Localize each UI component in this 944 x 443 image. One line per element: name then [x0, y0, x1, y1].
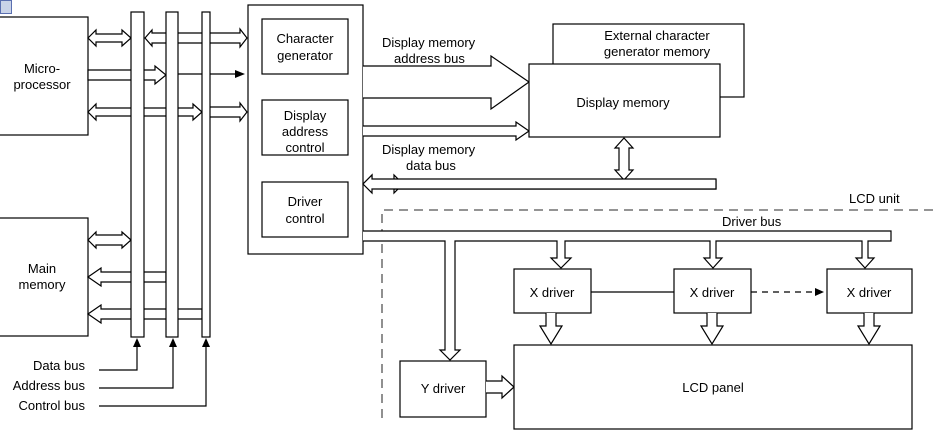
display-address-control-label-3: control — [285, 140, 324, 155]
main-memory-label-1: Main — [28, 261, 56, 276]
data-bus-pointer — [99, 345, 138, 371]
microprocessor-label-1: Micro- — [24, 61, 60, 76]
control-bus-bar — [201, 11, 211, 338]
lcd-controller-block: Character generator Display address cont… — [247, 4, 364, 255]
lcd-unit-label: LCD unit — [849, 191, 900, 206]
x-driver-cascade-arrowhead — [815, 288, 824, 296]
character-generator-label-1: Character — [276, 31, 334, 46]
driver-control-block — [261, 181, 349, 238]
bus-bars — [130, 11, 211, 338]
control-bus-pointer — [99, 345, 207, 407]
mp-data-bus-bidir-arrow — [87, 28, 132, 48]
display-memory-address-bus: Display memory address bus — [363, 35, 531, 142]
y-driver-block — [399, 360, 487, 418]
address-bus-small-arrow — [363, 120, 531, 142]
dm-data-bus-label-1: Display memory — [382, 142, 476, 157]
external-cg-memory-label-1: External character — [604, 28, 710, 43]
main-memory-block: Main memory — [0, 217, 89, 337]
y-driver-to-panel-arrow — [486, 374, 515, 400]
magnifier-icon — [0, 0, 12, 14]
mp-address-bus-arrow — [87, 64, 167, 86]
dm-vertical-bidir-arrow — [613, 137, 635, 181]
character-generator-label-2: generator — [277, 48, 333, 63]
driver-bus-label: Driver bus — [722, 214, 782, 229]
display-address-control-block — [261, 99, 349, 156]
lcd-unit-boundary: LCD unit — [381, 191, 935, 418]
lcd-panel-label: LCD panel — [682, 380, 744, 395]
address-bus-pointer — [99, 345, 174, 389]
lcd-panel-group: LCD panel — [513, 344, 913, 430]
microprocessor-label-2: processor — [13, 77, 71, 92]
display-memory-label: Display memory — [576, 95, 670, 110]
y-driver-group: Y driver — [399, 360, 515, 418]
mm-control-bus-arrow — [86, 303, 203, 325]
main-memory-label-2: memory — [19, 277, 66, 292]
driver-bus-arrow — [363, 230, 892, 361]
display-memory-group: External character generator memory Disp… — [528, 23, 745, 138]
microprocessor-block: Micro- processor — [0, 16, 89, 136]
bus-to-controller-arrow-top — [144, 27, 248, 49]
main-memory-bus-arrows — [86, 230, 203, 325]
x-driver-3-block — [826, 268, 913, 314]
x-driver-1-label: X driver — [530, 285, 575, 300]
dm-address-bus-label-2: address bus — [394, 51, 465, 66]
dm-address-bus-label-1: Display memory — [382, 35, 476, 50]
dm-data-bus-arrow — [362, 173, 717, 195]
bus-to-controller-arrowhead-mid — [235, 70, 245, 78]
display-memory-data-bus: Display memory data bus — [362, 137, 717, 195]
dm-data-bus-label-2: data bus — [406, 158, 456, 173]
bus-to-controller-arrow-low — [207, 101, 248, 123]
external-cg-memory-label-2: generator memory — [604, 44, 711, 59]
mm-data-bus-bidir-arrow — [87, 230, 132, 250]
display-address-control-label-1: Display — [284, 108, 327, 123]
x-driver-3-to-panel-arrow — [856, 313, 882, 346]
data-bus-bar — [130, 11, 145, 338]
character-generator-block — [261, 18, 349, 75]
driver-control-label-1: Driver — [288, 194, 323, 209]
bus-legend: Data bus Address bus Control bus — [13, 338, 210, 413]
x-drivers: X driver X driver X driver — [513, 268, 913, 346]
driver-bus: Driver bus — [363, 214, 892, 361]
x-driver-3-label: X driver — [847, 285, 892, 300]
y-driver-label: Y driver — [421, 381, 466, 396]
x-driver-2-block — [673, 268, 752, 314]
mp-control-bus-bidir-arrow — [87, 102, 203, 122]
address-bus-bar — [165, 11, 179, 338]
control-bus-label: Control bus — [19, 398, 86, 413]
x-driver-1-to-panel-arrow — [538, 313, 564, 346]
lcd-panel-block — [513, 344, 913, 430]
driver-control-label-2: control — [285, 211, 324, 226]
mm-address-bus-arrow — [86, 266, 167, 288]
x-driver-2-to-panel-arrow — [699, 313, 725, 346]
x-driver-2-label: X driver — [690, 285, 735, 300]
display-memory-block — [528, 63, 721, 138]
display-address-control-label-2: address — [282, 124, 329, 139]
address-bus-label: Address bus — [13, 378, 86, 393]
data-bus-label: Data bus — [33, 358, 86, 373]
